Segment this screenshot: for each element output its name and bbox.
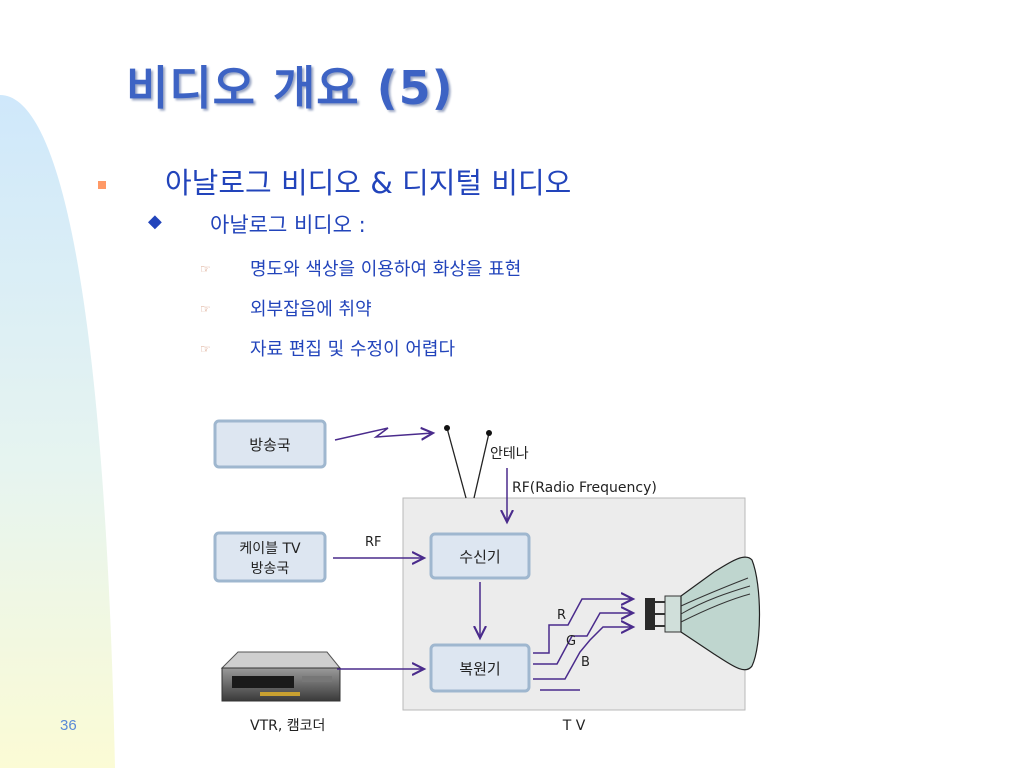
diamond-bullet-icon: ◆ [148,211,162,232]
receiver-box [429,532,531,580]
decoder-box [429,643,531,693]
square-bullet-icon [98,181,106,189]
receiver-label: 수신기 [459,548,500,566]
cable-station-label-2: 방송국 [251,561,290,577]
pointing-hand-icon: ☞ [200,342,211,356]
rf-label: RF [365,535,382,550]
antenna-label: 안테나 [490,446,529,462]
rgb-signal-lines [533,599,633,691]
pointing-hand-icon: ☞ [200,302,211,316]
page-number: 36 [60,717,77,734]
slide-title: 비디오 개요 (5) [126,61,454,115]
broadcast-station-box [213,419,327,469]
bullet-level3-item: 자료 편집 및 수정이 어렵다 [250,339,456,360]
bullet-level3-item: 외부잡음에 취약 [250,299,372,320]
vtr-label: VTR, 캠코더 [250,718,325,734]
rf-frequency-label: RF(Radio Frequency) [512,480,657,496]
r-label: R [557,608,566,623]
cable-station-label-1: 케이블 TV [239,541,301,557]
g-label: G [566,634,576,649]
pointing-hand-icon: ☞ [200,262,211,276]
wireless-signal-arrow [334,428,433,441]
vtr-icon [220,651,342,702]
crt-tube-icon [645,556,761,671]
tv-label: T V [562,718,586,734]
cable-station-box [213,531,327,583]
antenna-icon [444,425,492,499]
bullet-level1: 아날로그 비디오 & 디지털 비디오 [165,166,572,200]
bullet-level2: 아날로그 비디오 : [210,213,366,237]
bullet-level3-item: 명도와 색상을 이용하여 화상을 표현 [250,259,522,280]
b-label: B [581,655,590,670]
decoder-label: 복원기 [459,660,500,678]
broadcast-station-label: 방송국 [249,436,291,454]
